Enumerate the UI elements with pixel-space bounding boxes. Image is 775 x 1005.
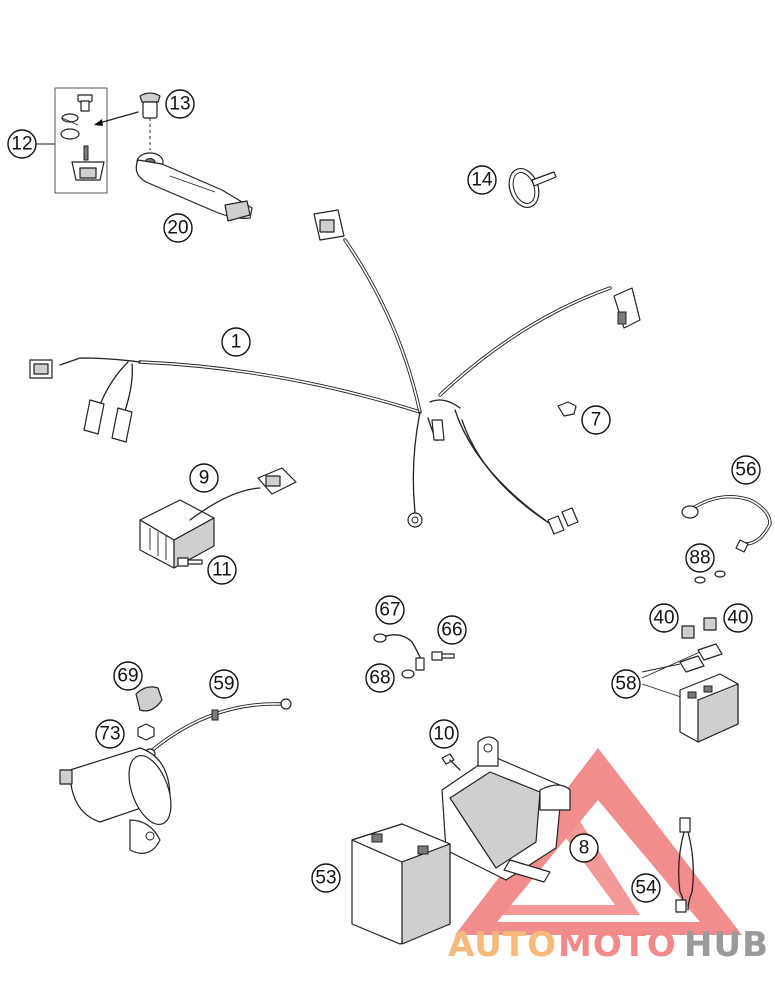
callout-54: 54 (631, 873, 661, 903)
part-69-cap (135, 686, 163, 712)
svg-text:20: 20 (167, 218, 188, 239)
svg-text:9: 9 (199, 468, 210, 489)
callout-59: 59 (209, 669, 239, 699)
part-1-wiring-harness (29, 209, 641, 535)
part-54-fuse-lead (675, 817, 694, 913)
part-59-cable (144, 698, 292, 760)
callout-40-right: 40 (723, 603, 753, 633)
svg-text:69: 69 (117, 666, 138, 687)
callout-53: 53 (311, 863, 341, 893)
callout-9: 9 (189, 463, 219, 493)
svg-text:73: 73 (99, 724, 120, 745)
part-66-bolt (431, 651, 455, 661)
svg-text:AUTO: AUTO (448, 925, 557, 965)
callout-10: 10 (429, 719, 459, 749)
svg-text:10: 10 (433, 724, 454, 745)
svg-text:11: 11 (212, 560, 232, 581)
callout-66: 66 (437, 615, 467, 645)
part-20-bracket (135, 152, 253, 222)
callout-13: 13 (165, 89, 195, 119)
svg-text:MOTO: MOTO (558, 925, 677, 965)
starter-motor (59, 747, 172, 854)
callout-67: 67 (375, 595, 405, 625)
part-12-assembly (35, 87, 108, 194)
part-14-cable-tie (508, 168, 557, 208)
svg-text:40: 40 (727, 608, 748, 629)
svg-text:66: 66 (441, 620, 462, 641)
callout-11: 11 (207, 555, 237, 585)
callout-8: 8 (569, 833, 599, 863)
svg-text:54: 54 (635, 878, 657, 899)
svg-text:14: 14 (471, 170, 493, 191)
svg-text:53: 53 (315, 868, 336, 889)
callout-73: 73 (95, 719, 125, 749)
svg-text:13: 13 (169, 94, 190, 115)
part-88-screws (694, 570, 726, 584)
svg-text:8: 8 (579, 838, 590, 859)
part-13-grommet (94, 92, 161, 150)
svg-text:12: 12 (11, 134, 32, 155)
part-58-relay (641, 643, 739, 743)
callout-88: 88 (685, 543, 715, 573)
part-56-cable (681, 494, 772, 553)
svg-text:56: 56 (735, 460, 756, 481)
part-68-washer (401, 669, 415, 679)
svg-text:88: 88 (689, 548, 710, 569)
callout-68: 68 (365, 663, 395, 693)
svg-text:1: 1 (231, 332, 242, 353)
callout-7: 7 (581, 405, 611, 435)
svg-text:40: 40 (653, 608, 674, 629)
svg-text:7: 7 (591, 410, 602, 431)
svg-text:67: 67 (379, 600, 400, 621)
callout-69: 69 (113, 661, 143, 691)
part-40-fuses (681, 617, 717, 639)
callout-20: 20 (163, 213, 193, 243)
svg-text:58: 58 (615, 674, 636, 695)
svg-text:HUB: HUB (684, 925, 769, 965)
part-8-battery-box (441, 736, 571, 883)
callout-58: 58 (611, 669, 641, 699)
callout-40-left: 40 (649, 603, 679, 633)
callout-14: 14 (467, 165, 497, 195)
callout-56: 56 (731, 455, 761, 485)
part-73-nut (137, 723, 155, 741)
svg-text:68: 68 (369, 668, 390, 689)
callout-12: 12 (7, 129, 37, 159)
watermark-text: AUTO MOTO HUB (448, 925, 769, 965)
part-11-bolt (177, 557, 203, 567)
callout-1: 1 (221, 327, 251, 357)
part-9-regulator (139, 467, 297, 569)
part-53-battery (351, 823, 451, 945)
part-7-clip (557, 401, 577, 417)
watermark-logo (455, 748, 742, 935)
svg-text:59: 59 (213, 674, 234, 695)
part-67-ground-lead (373, 633, 425, 671)
part-10-bolt (441, 753, 461, 771)
